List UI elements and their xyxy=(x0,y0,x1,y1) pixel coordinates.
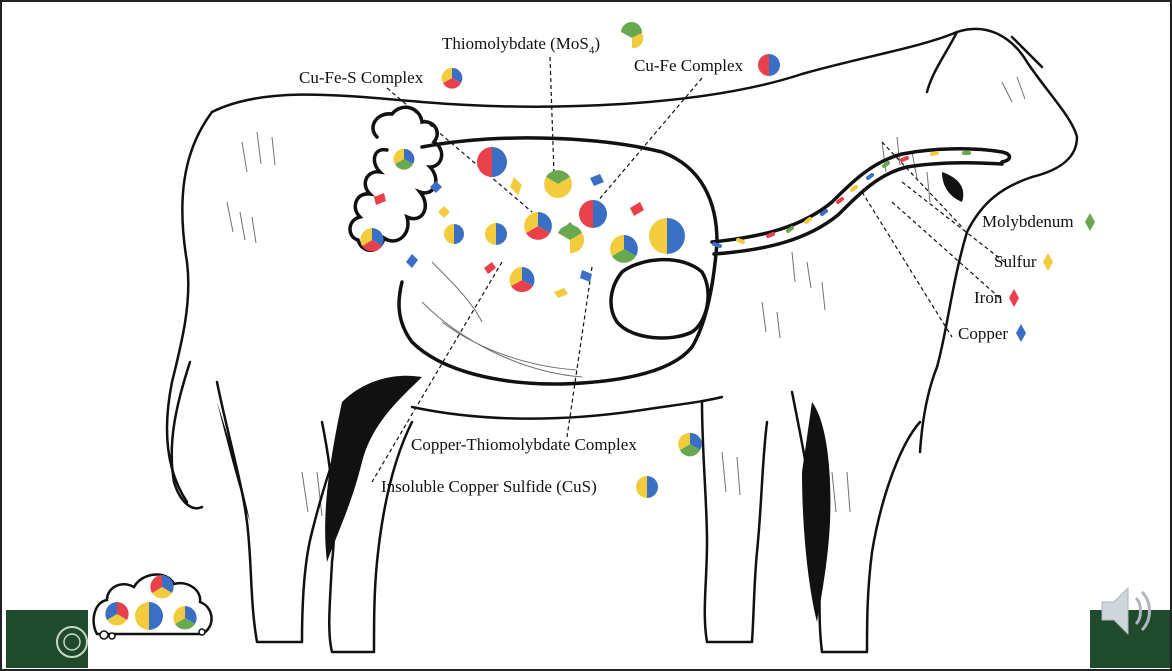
pie-cu-fe-2 xyxy=(579,200,607,228)
cu-fe-legend-icon xyxy=(758,54,780,76)
cow-front-leg-back xyxy=(702,402,767,642)
molybdenum-label: Molybdenum xyxy=(982,212,1074,232)
cow-dark-patches xyxy=(217,172,963,622)
pie-cu-fe-1 xyxy=(477,147,507,177)
intestine-loops xyxy=(350,107,442,250)
pie-thiomo-1 xyxy=(544,170,572,198)
cu-fe-s-legend-icon xyxy=(442,68,463,89)
cow-rump xyxy=(167,112,212,502)
iron-label: Iron xyxy=(974,288,1002,308)
molybdenum-legend-icon xyxy=(1085,213,1095,231)
element-diamonds xyxy=(374,174,644,298)
pile-pie-3 xyxy=(135,602,163,630)
thiomolybdate-legend-icon xyxy=(621,22,643,48)
copper-thiomolybdate-label: Copper-Thiomolybdate Complex xyxy=(411,435,637,455)
pie-cu-fe-s-1 xyxy=(524,212,552,240)
cow-belly xyxy=(412,397,722,419)
abomasum-fold xyxy=(422,262,582,377)
thiomolybdate-label: Thiomolybdate (MoS4) xyxy=(442,34,600,60)
manure-pile xyxy=(94,575,212,639)
copper-label: Copper xyxy=(958,324,1008,344)
cow-tail xyxy=(172,362,202,508)
cu-fe-s-label: Cu-Fe-S Complex xyxy=(299,68,423,88)
cow-head-ear xyxy=(927,32,1042,92)
pie-cuS-1 xyxy=(649,218,685,254)
sulfur-label: Sulfur xyxy=(994,252,1037,272)
pie-cu-thiomo-2 xyxy=(394,149,415,170)
copper-legend-icon xyxy=(1016,324,1026,342)
leader-lines xyxy=(372,57,1007,482)
reticulum-outline xyxy=(611,260,708,338)
pie-cu-thiomo-1 xyxy=(610,235,638,263)
footer-bar-left xyxy=(6,610,88,668)
sulfur-legend-icon xyxy=(1043,253,1053,271)
pie-cuS-3 xyxy=(444,224,464,244)
cu-thiomo-legend-icon xyxy=(678,433,702,456)
pie-cu-fe-s-3 xyxy=(360,228,383,251)
pie-cuS-2 xyxy=(485,223,507,245)
cu-fe-label: Cu-Fe Complex xyxy=(634,56,743,76)
cow-back-outline xyxy=(212,29,1077,452)
cus-legend-icon xyxy=(636,476,658,498)
insoluble-cus-label: Insoluble Copper Sulfide (CuS) xyxy=(381,477,597,497)
iron-legend-icon xyxy=(1009,289,1019,307)
pie-cu-fe-s-2 xyxy=(510,267,535,292)
esophagus-particles xyxy=(714,153,969,246)
